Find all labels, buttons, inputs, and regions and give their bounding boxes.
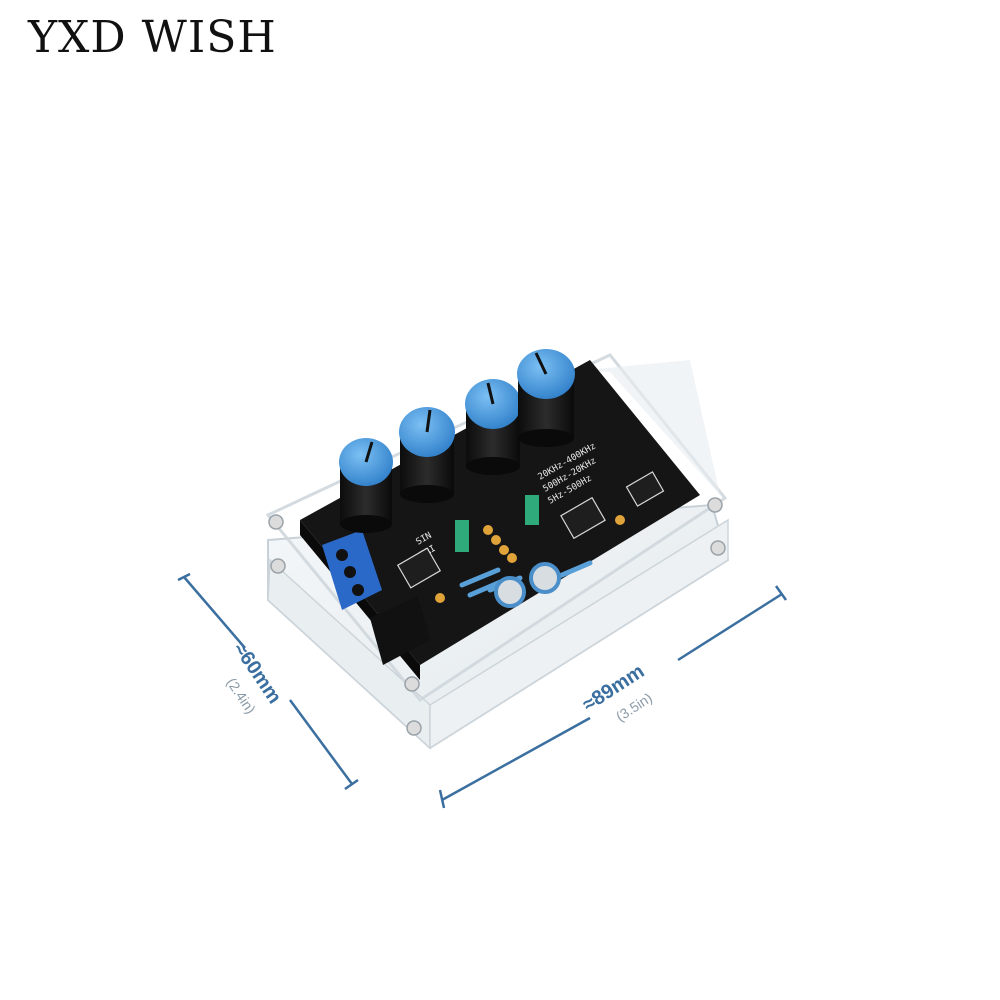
ic-chip	[560, 496, 606, 540]
dc-power-jack	[370, 596, 430, 665]
brand-logo-text: YXD WISH	[28, 12, 277, 63]
ceramic-capacitors	[435, 515, 625, 603]
jumper-block	[455, 520, 469, 552]
electrolytic-capacitors	[494, 562, 561, 608]
knob-1	[339, 438, 393, 533]
pcb-board: 20KHz-400KHz 500Hz-20KHz 5Hz-500Hz SIN T…	[300, 360, 700, 680]
knob-2	[399, 407, 455, 503]
jumper-block	[525, 495, 539, 525]
knob-3	[465, 379, 521, 475]
dimension-lines	[177, 572, 788, 809]
dimension-length-label: ≈89mm (3.5in)	[579, 660, 655, 724]
potentiometer-knobs	[339, 349, 575, 533]
knob-4	[517, 349, 575, 447]
ic-chip	[625, 471, 665, 507]
screw-terminal-block	[322, 530, 382, 610]
case-screws	[268, 497, 726, 736]
dimension-depth-label: ≈60mm (2.4in)	[224, 638, 286, 716]
ic-chip	[396, 547, 442, 589]
